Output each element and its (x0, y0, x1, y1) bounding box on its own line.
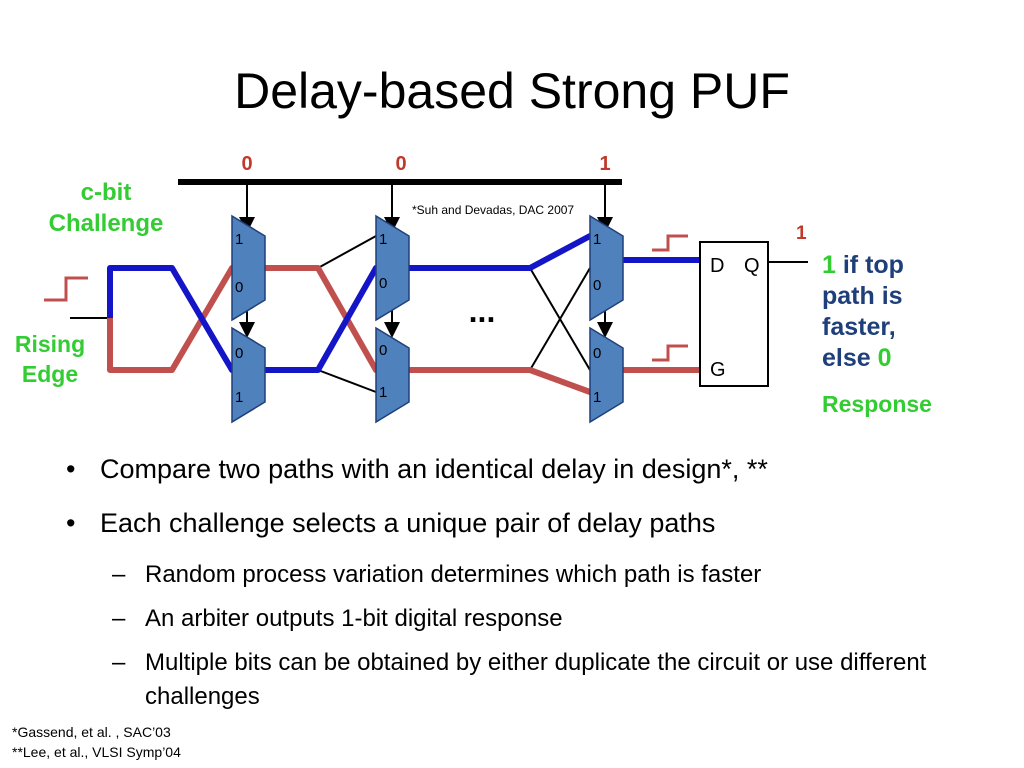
mux-top-1 (231, 214, 266, 322)
output-bit: 1 (796, 223, 807, 244)
mux-label: 1 (593, 389, 601, 406)
challenge-label-line2: Challenge (49, 210, 164, 237)
response-bit-1: 1 (822, 251, 836, 279)
sub-bullet-text: Multiple bits can be obtained by either … (145, 649, 927, 710)
mux-label: 0 (235, 345, 243, 362)
challenge-bit-1: 0 (241, 153, 252, 175)
bullet-list: • Compare two paths with an identical de… (60, 450, 980, 724)
input-label-line1: Rising (15, 331, 85, 357)
sub-bullet-dash: – (112, 605, 126, 632)
sub-bullet-dash: – (112, 561, 126, 588)
mux-stage-3 (589, 214, 624, 424)
sub-bullet-item: – Random process variation determines wh… (60, 558, 980, 592)
references: *Gassend, et al. , SAC’03 **Lee, et al.,… (12, 722, 181, 762)
mux-label: 1 (379, 384, 387, 401)
response-line-1-text: if top (836, 251, 904, 279)
reference-1: *Gassend, et al. , SAC’03 (12, 724, 171, 740)
mux-label: 1 (235, 231, 243, 248)
bullet-dot: • (66, 508, 76, 538)
response-line-3: faster, (822, 313, 896, 341)
mux-label: 0 (593, 345, 601, 362)
sub-bullet-dash: – (112, 649, 126, 676)
mux-label: 0 (379, 342, 387, 359)
mux-stage-2 (375, 214, 410, 424)
mux-bottom-2 (375, 326, 410, 424)
mux-label: 1 (235, 389, 243, 406)
ellipsis: ... (469, 293, 496, 329)
response-bit-0: 0 (878, 344, 892, 372)
challenge-bit-2: 0 (395, 153, 406, 175)
rising-edge-icon (652, 234, 688, 252)
mux-top-2 (375, 214, 410, 322)
mux-bottom-3 (589, 326, 624, 424)
sub-bullet-item: – An arbiter outputs 1-bit digital respo… (60, 602, 980, 636)
arbiter-puf-diagram: 0 0 1 c-bit Challenge *Suh and Devadas, … (15, 153, 932, 424)
mux-top-3 (589, 214, 624, 322)
mux-label: 0 (379, 275, 387, 292)
mux-label: 0 (235, 279, 243, 296)
response-line-4-text: else (822, 344, 878, 372)
citation-note: *Suh and Devadas, DAC 2007 (412, 203, 574, 217)
sub-bullet-text: Random process variation determines whic… (145, 561, 762, 588)
rising-edge-icon (652, 344, 688, 362)
input-label-line2: Edge (22, 361, 78, 387)
reference-2: **Lee, et al., VLSI Symp’04 (12, 744, 181, 760)
latch-q-label: Q (744, 255, 760, 277)
response-label: Response (822, 391, 932, 417)
sub-bullet-text: An arbiter outputs 1-bit digital respons… (145, 605, 563, 632)
bullet-item: • Each challenge selects a unique pair o… (60, 504, 980, 542)
mux-bottom-1 (231, 326, 266, 424)
bullet-dot: • (66, 454, 76, 484)
latch-d-label: D (710, 255, 724, 277)
challenge-bit-3: 1 (599, 153, 610, 175)
mux-label: 1 (593, 231, 601, 248)
response-line-4: else 0 (822, 344, 892, 372)
sub-bullet-item: – Multiple bits can be obtained by eithe… (60, 646, 980, 714)
challenge-label-line1: c-bit (81, 179, 132, 206)
mux-stage-1 (231, 214, 266, 424)
bullet-item: • Compare two paths with an identical de… (60, 450, 980, 488)
mux-label: 0 (593, 277, 601, 294)
response-line-2: path is (822, 282, 903, 310)
latch-g-label: G (710, 359, 726, 381)
arbiter-latch (699, 241, 769, 387)
mux-label: 1 (379, 231, 387, 248)
response-line-1: 1 if top (822, 251, 904, 279)
rising-edge-icon (44, 276, 88, 302)
bullet-text: Compare two paths with an identical dela… (100, 454, 768, 484)
bullet-text: Each challenge selects a unique pair of … (100, 508, 716, 538)
slide-title: Delay-based Strong PUF (234, 63, 790, 119)
